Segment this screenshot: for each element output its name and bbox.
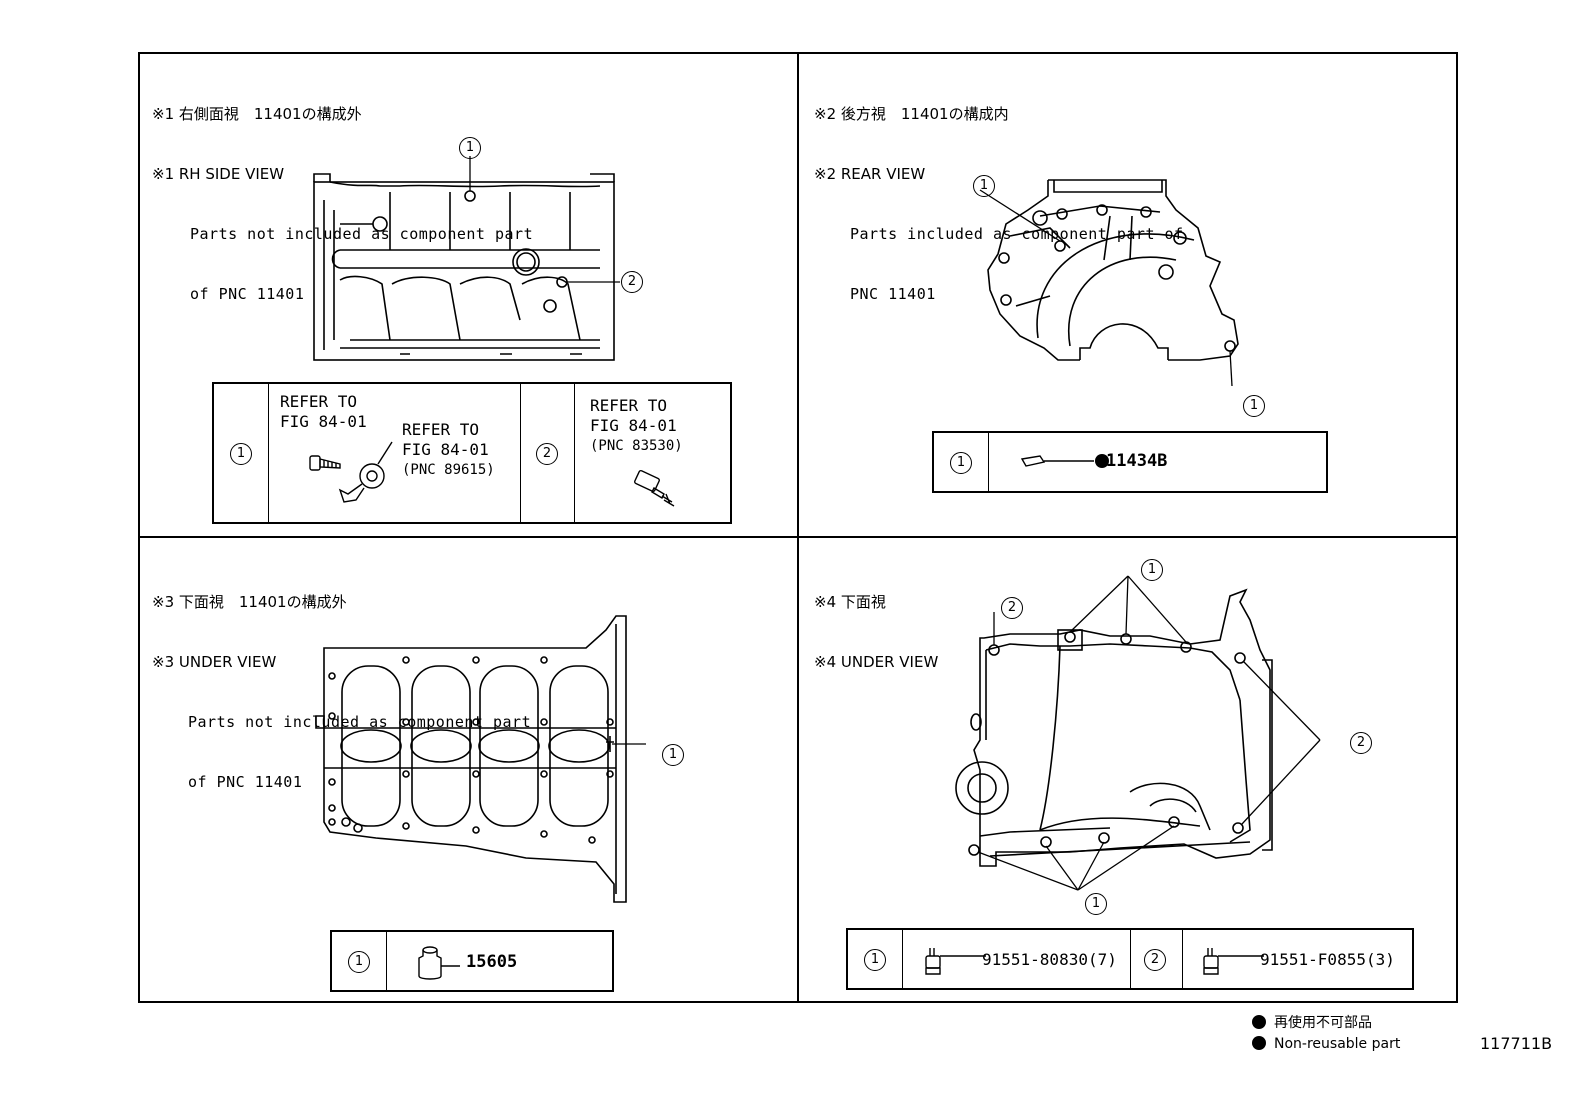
view3-part-number-1: 15605 xyxy=(466,952,518,972)
view4-callout-2-right: 2 xyxy=(1350,732,1372,754)
knock-sensor-icon xyxy=(338,441,393,503)
view3-note-line1: Parts not included as component part xyxy=(188,713,532,731)
view2-header: ※2 後方視 11401の構成内 ※2 REAR VIEW Parts incl… xyxy=(814,64,1184,344)
view4-parts-table: 1 91551-80830(7) 2 91551-F0855(3) xyxy=(846,928,1414,990)
dowel-pin-icon xyxy=(418,946,460,980)
view3-note-line2: of PNC 11401 xyxy=(188,773,303,791)
view3-header-en: ※3 UNDER VIEW xyxy=(152,653,277,671)
view1-header-en: ※1 RH SIDE VIEW xyxy=(152,165,285,183)
view4-table-index-1: 1 xyxy=(864,949,886,971)
view4-header-jp: ※4 下面視 xyxy=(814,593,886,611)
view3-header: ※3 下面視 11401の構成外 ※3 UNDER VIEW Parts not… xyxy=(152,552,531,832)
view1-callout-1: 1 xyxy=(459,137,481,159)
view1-header-jp: ※1 右側面視 11401の構成外 xyxy=(152,105,362,123)
plug-icon xyxy=(1020,454,1109,468)
divider-vertical xyxy=(797,52,799,1003)
view2-parts-table: 1 11434B xyxy=(932,431,1328,493)
view2-callout-1-bottom: 1 xyxy=(1243,395,1265,417)
non-reusable-dot-icon xyxy=(1252,1036,1266,1050)
view3-table-index-1: 1 xyxy=(348,951,370,973)
view4-header: ※4 下面視 ※4 UNDER VIEW xyxy=(814,552,938,712)
view2-table-index-1: 1 xyxy=(950,452,972,474)
view1-table-index-2: 2 xyxy=(536,443,558,465)
view3-parts-table: 1 15605 xyxy=(330,930,614,992)
view3-header-jp: ※3 下面視 11401の構成外 xyxy=(152,593,347,611)
view4-table-index-2: 2 xyxy=(1144,949,1166,971)
bolt-icon xyxy=(309,455,341,471)
view2-note-line1: Parts included as component part of xyxy=(850,225,1184,243)
legend-en: Non-reusable part xyxy=(1252,1036,1400,1052)
view4-header-en: ※4 UNDER VIEW xyxy=(814,653,939,671)
view4-callout-1-bottom: 1 xyxy=(1085,893,1107,915)
oil-pressure-switch-icon xyxy=(634,469,675,507)
bolt-icon xyxy=(1203,948,1264,975)
bolt-icon xyxy=(925,948,986,975)
view1-header: ※1 右側面視 11401の構成外 ※1 RH SIDE VIEW Parts … xyxy=(152,64,533,344)
view2-note-line2: PNC 11401 xyxy=(850,285,936,303)
view1-table-index-1: 1 xyxy=(230,443,252,465)
divider-horizontal xyxy=(138,536,1458,538)
oil-pan-drawing xyxy=(955,575,1321,891)
view1-note-line2: of PNC 11401 xyxy=(190,285,305,303)
view2-header-en: ※2 REAR VIEW xyxy=(814,165,926,183)
view1-callout-2: 2 xyxy=(621,271,643,293)
view4-part-number-1: 91551-80830(7) xyxy=(982,950,1117,969)
view2-callout-1-top: 1 xyxy=(973,175,995,197)
view2-part-number-1: 11434B xyxy=(1106,451,1168,471)
view4-callout-2-top: 2 xyxy=(1001,597,1023,619)
rear-engine-block-drawing xyxy=(979,179,1239,387)
view4-callout-1-top: 1 xyxy=(1141,559,1163,581)
view3-callout-1: 1 xyxy=(662,744,684,766)
view1-note-line1: Parts not included as component part xyxy=(190,225,534,243)
figure-id: 117711B xyxy=(1480,1034,1553,1053)
view4-part-number-2: 91551-F0855(3) xyxy=(1260,950,1395,969)
rh-side-engine-block-drawing xyxy=(313,156,620,361)
under-engine-block-drawing xyxy=(315,615,646,903)
legend-jp: 再使用不可部品 xyxy=(1252,1012,1372,1032)
view2-header-jp: ※2 後方視 11401の構成内 xyxy=(814,105,1009,123)
non-reusable-dot-icon xyxy=(1252,1015,1266,1029)
